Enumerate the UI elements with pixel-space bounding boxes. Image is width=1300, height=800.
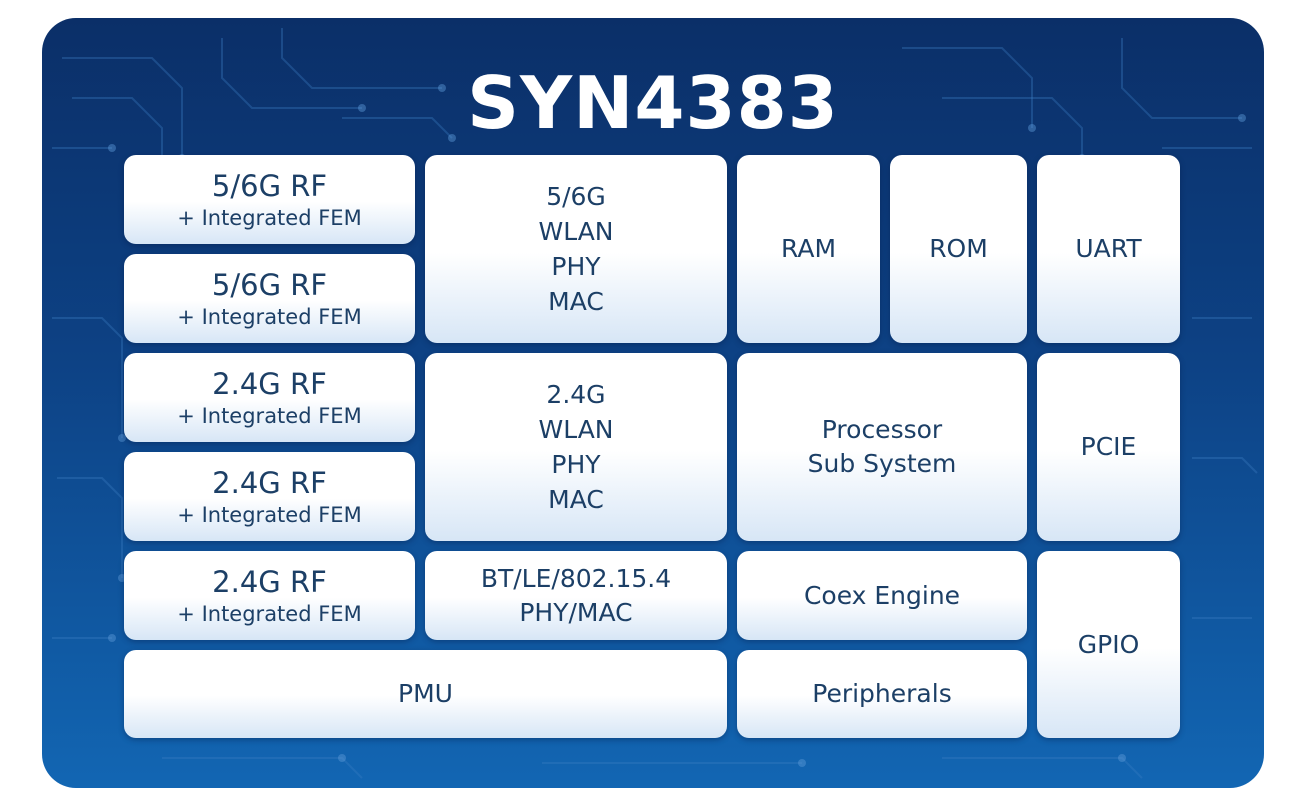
circuit-board-background xyxy=(52,28,1258,779)
wlan-line: WLAN xyxy=(538,415,614,444)
rf-block-sublabel: + Integrated FEM xyxy=(177,502,362,527)
bt-line: BT/LE/802.15.4 xyxy=(480,563,672,593)
processor-line: Processor xyxy=(821,415,943,444)
pmu-block: PMU xyxy=(124,650,727,738)
wlan-line: PHY xyxy=(551,252,601,281)
chip-title: SYN4383 xyxy=(467,61,839,145)
rf-block-label: 2.4G RF xyxy=(212,465,327,500)
rom-label: ROM xyxy=(929,234,988,263)
rf-block-label: 5/6G RF xyxy=(211,267,328,302)
rf-block-2-4g-3: 2.4G RF + Integrated FEM xyxy=(124,551,415,640)
soc-block-diagram: SYN4383 5/6G RF + Integrated FEM 5/6G RF… xyxy=(42,18,1264,788)
wlan-line: MAC xyxy=(548,287,604,316)
uart-block: UART xyxy=(1037,155,1180,343)
rf-block-sublabel: + Integrated FEM xyxy=(177,601,362,626)
wlan-line: MAC xyxy=(548,485,604,514)
wlan-line: 2.4G xyxy=(546,380,606,409)
ram-block: RAM xyxy=(737,155,880,343)
peripherals-block: Peripherals xyxy=(737,650,1027,738)
pcie-block: PCIE xyxy=(1037,353,1180,541)
gpio-block: GPIO xyxy=(1037,551,1180,738)
ram-label: RAM xyxy=(780,234,837,263)
uart-label: UART xyxy=(1075,234,1142,263)
pmu-label: PMU xyxy=(398,679,453,708)
rf-block-sublabel: + Integrated FEM xyxy=(177,403,362,428)
rf-block-label: 5/6G RF xyxy=(211,168,328,203)
wlan-5-6g-block: 5/6G WLAN PHY MAC xyxy=(425,155,727,343)
wlan-line: WLAN xyxy=(538,217,614,246)
bt-phy-mac-block: BT/LE/802.15.4 PHY/MAC xyxy=(425,551,727,640)
wlan-2-4g-block: 2.4G WLAN PHY MAC xyxy=(425,353,727,541)
pcie-label: PCIE xyxy=(1080,432,1137,461)
gpio-label: GPIO xyxy=(1077,629,1140,659)
rf-block-label: 2.4G RF xyxy=(212,366,327,401)
rf-block-2-4g-2: 2.4G RF + Integrated FEM xyxy=(124,452,415,541)
rf-block-2-4g-1: 2.4G RF + Integrated FEM xyxy=(124,353,415,442)
rf-block-sublabel: + Integrated FEM xyxy=(177,304,362,329)
coex-label: Coex Engine xyxy=(803,580,961,610)
processor-sub-system-block: Processor Sub System xyxy=(737,353,1027,541)
peripherals-label: Peripherals xyxy=(812,679,952,708)
processor-line: Sub System xyxy=(807,449,957,478)
rom-block: ROM xyxy=(890,155,1027,343)
rf-block-sublabel: + Integrated FEM xyxy=(177,205,362,230)
wlan-line: 5/6G xyxy=(546,182,606,211)
rf-block-5-6g-1: 5/6G RF + Integrated FEM xyxy=(124,155,415,244)
coex-engine-block: Coex Engine xyxy=(737,551,1027,640)
rf-block-label: 2.4G RF xyxy=(212,564,327,599)
rf-block-5-6g-2: 5/6G RF + Integrated FEM xyxy=(124,254,415,343)
bt-line: PHY/MAC xyxy=(519,597,633,627)
wlan-line: PHY xyxy=(551,450,601,479)
